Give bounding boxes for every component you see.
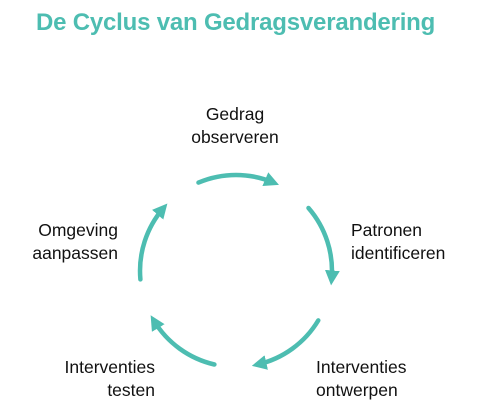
cycle-arrow [150, 315, 217, 367]
step-omgeving-aanpassen: Omgeving aanpassen [32, 219, 118, 265]
cycle-arrow [306, 205, 340, 286]
step-label-line2: testen [107, 380, 155, 400]
step-interventies-ontwerpen: Interventies ontwerpen [316, 356, 406, 402]
step-label-line2: aanpassen [32, 243, 118, 263]
step-interventies-testen: Interventies testen [65, 356, 155, 402]
step-patronen-identificeren: Patronen identificeren [351, 219, 445, 265]
step-label-line1: Omgeving [38, 220, 118, 240]
step-label-line1: Patronen [351, 220, 423, 240]
step-label-line2: identificeren [351, 243, 446, 263]
cycle-arrow [251, 318, 321, 370]
step-gedrag-observeren: Gedrag observeren [170, 103, 300, 149]
step-label-line1: Interventies [316, 357, 407, 377]
step-label-line2: observeren [191, 127, 279, 147]
step-label-line1: Gedrag [205, 104, 265, 124]
step-label-line2: ontwerpen [316, 380, 398, 400]
cycle-arrow [196, 172, 279, 186]
diagram-title: De Cyclus van Gedragsverandering [36, 9, 436, 36]
cycle-arrow [137, 203, 168, 282]
step-label-line1: Interventies [64, 357, 155, 377]
